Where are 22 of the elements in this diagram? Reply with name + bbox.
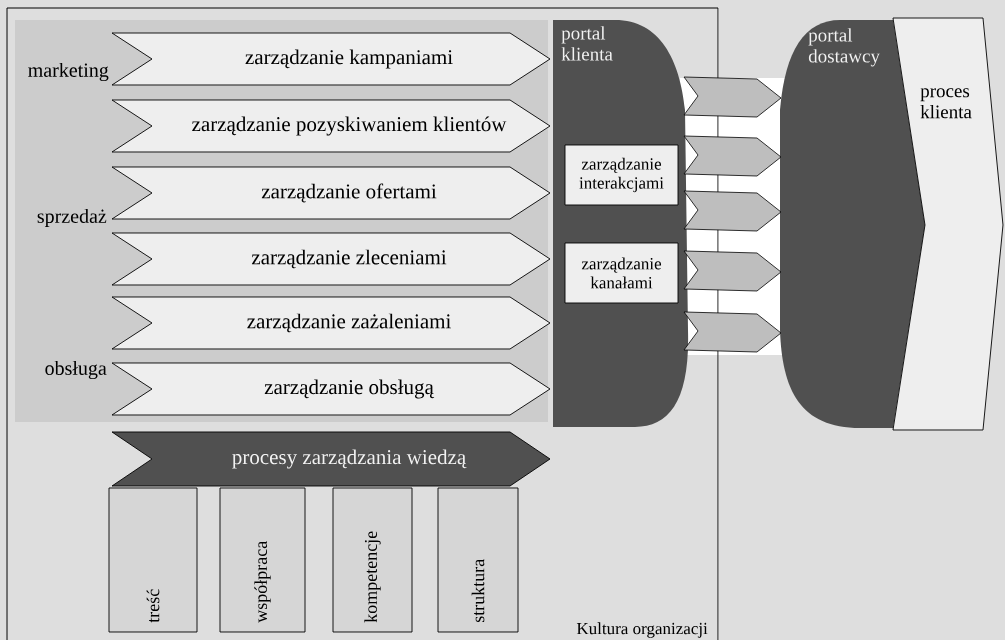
process-box: zarządzanie kanałami <box>564 242 679 304</box>
side-label: marketing <box>28 62 109 82</box>
process-band: proces klienta <box>892 17 1004 431</box>
arrow <box>683 76 782 118</box>
side-label: obsługa <box>45 360 107 380</box>
pillar: treść <box>108 487 198 633</box>
arrow <box>683 135 782 177</box>
process-band: zarządzanie zażaleniami <box>111 296 551 350</box>
pillar: współpraca <box>219 487 306 633</box>
process-box: zarządzanie interakcjami <box>564 144 679 206</box>
process-band: procesy zarządzania wiedzą <box>111 431 551 487</box>
process-band: zarządzanie ofertami <box>111 166 551 220</box>
arrow <box>683 250 782 292</box>
process-band: zarządzanie kampaniami <box>111 32 551 86</box>
pillar: struktura <box>437 487 519 633</box>
pillar: kompetencje <box>332 487 413 633</box>
arrow <box>683 311 782 353</box>
process-band: zarządzanie obsługą <box>111 362 551 416</box>
process-band: zarządzanie pozyskiwaniem klientów <box>111 99 551 153</box>
side-label: sprzedaż <box>37 208 107 228</box>
process-band: zarządzanie zleceniami <box>111 232 551 286</box>
arrow <box>683 190 782 232</box>
